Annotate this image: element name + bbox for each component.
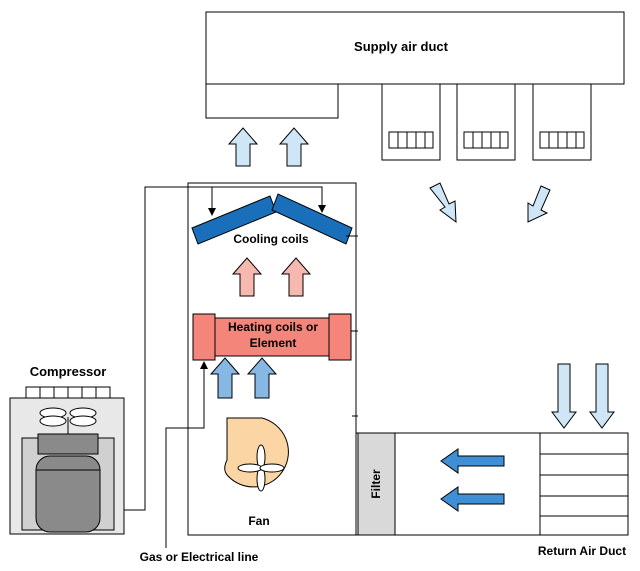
gas-electrical-line [165,361,358,548]
refrigerant-line [100,186,358,511]
filter-label: Filter [369,469,383,499]
air-flow-arrow-icon [589,363,615,429]
air-flow-arrow-icon [278,127,310,167]
heating-coils-label-1: Heating coils or [228,320,318,334]
fan-label: Fan [248,514,269,528]
air-flow-arrow-icon [551,363,577,429]
air-flow-arrow-icon [527,185,551,223]
supply-vent-2 [456,83,516,161]
warm-up-arrows [231,257,312,297]
cooling-coils-label: Cooling coils [233,232,309,246]
fan-icon [237,444,285,492]
air-flow-arrow-icon [227,127,259,167]
return-air-duct: Filter [355,432,629,536]
vent-down-arrows [429,182,551,224]
air-flow-arrow-icon [440,486,505,512]
filter [357,432,396,536]
compressor-fan-icon [39,407,97,434]
air-flow-arrow-icon [209,357,241,399]
mid-up-arrows [209,357,278,399]
return-left-arrows [440,448,505,512]
air-flow-arrow-icon [280,257,312,297]
gas-electrical-line-label: Gas or Electrical line [140,550,259,564]
air-flow-arrow-icon [440,448,505,474]
heating-coils: Heating coils or Element [192,313,358,361]
compressor: Compressor [9,364,125,535]
return-air-duct-label: Return Air Duct [538,544,626,558]
supply-air-duct: Supply air duct [205,11,625,119]
supply-air-duct-label: Supply air duct [354,39,449,54]
air-flow-arrow-icon [429,182,457,224]
supply-up-arrows [227,127,310,167]
supply-vent-3 [532,83,592,161]
compressor-label: Compressor [30,364,107,379]
fan: Fan [224,417,289,528]
heating-coils-label-2: Element [250,336,297,350]
supply-vent-1 [381,83,441,161]
cooling-coils: Cooling coils [191,193,353,246]
return-down-arrows [551,363,615,429]
air-flow-arrow-icon [231,257,263,297]
air-flow-arrow-icon [246,357,278,399]
